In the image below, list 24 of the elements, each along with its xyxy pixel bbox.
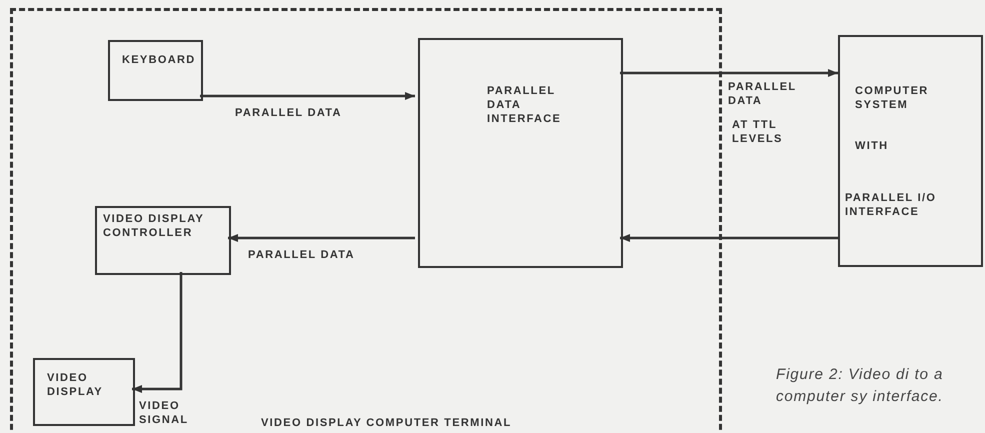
edge-label: PARALLEL DATA	[248, 248, 356, 262]
box-label: PARALLEL DATA INTERFACE	[487, 84, 562, 126]
block-box	[33, 358, 135, 426]
block-box	[838, 35, 983, 267]
arrow	[132, 272, 182, 393]
box-label: VIDEO DISPLAY COMPUTER TERMINAL	[261, 416, 513, 430]
box-label: PARALLEL I/O INTERFACE	[845, 191, 938, 219]
box-label: COMPUTER SYSTEM	[855, 84, 930, 112]
block-box	[418, 38, 623, 268]
block-box	[108, 40, 203, 101]
arrow	[228, 234, 415, 242]
figure-caption: Figure 2: Video di to a computer sy interface.	[776, 365, 944, 407]
box-label: VIDEO DISPLAY CONTROLLER	[103, 212, 205, 240]
box-label: KEYBOARD	[122, 53, 197, 67]
signal-label: AT TTL LEVELS	[732, 118, 784, 146]
box-label: WITH	[855, 139, 890, 153]
arrow	[620, 69, 838, 77]
block-box	[95, 206, 231, 275]
arrow	[620, 234, 838, 242]
edge-label: PARALLEL DATA	[235, 106, 343, 120]
signal-label: PARALLEL DATA	[728, 80, 798, 108]
arrow	[200, 92, 415, 100]
box-label: VIDEO DISPLAY	[47, 371, 104, 399]
edge-label: VIDEO SIGNAL	[139, 399, 190, 427]
